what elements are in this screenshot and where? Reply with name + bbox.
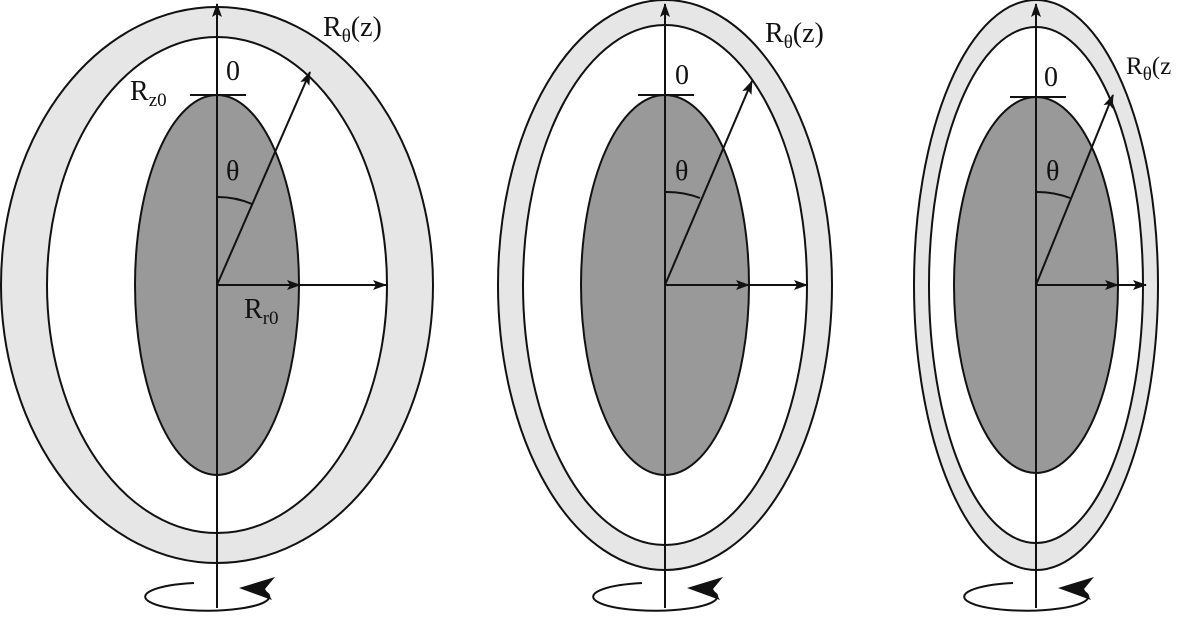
theta-label: θ xyxy=(1046,156,1059,187)
shell-radius-arrow xyxy=(216,71,311,286)
theta-arc xyxy=(664,190,701,199)
rotation-arrow-icon xyxy=(592,577,723,612)
theta-arc xyxy=(216,195,253,205)
shell-radius-label: Rθ(z) xyxy=(323,12,382,47)
panel-1: 0 θ Rθ(z) Rz0 Rr0 xyxy=(0,3,434,612)
theta-arc xyxy=(1035,190,1071,199)
origin-label: 0 xyxy=(1044,62,1058,93)
rotation-arrow-icon xyxy=(144,577,275,612)
panel-2: 0 θ Rθ(z) xyxy=(497,0,833,612)
shell-radius-arrow xyxy=(1035,94,1114,286)
origin-label: 0 xyxy=(226,56,240,87)
shell-radius-arrow xyxy=(664,80,753,286)
panel-3: 0 θ Rθ(z xyxy=(913,0,1171,612)
shell-radius-label: Rθ(z xyxy=(1126,53,1171,85)
core-z-radius-label: Rz0 xyxy=(130,76,167,111)
rotation-arrow-icon xyxy=(963,577,1094,612)
theta-label: θ xyxy=(226,156,239,187)
theta-label: θ xyxy=(675,156,688,187)
shell-radius-label: Rθ(z) xyxy=(765,18,824,53)
origin-label: 0 xyxy=(675,60,689,91)
core-r-radius-label: Rr0 xyxy=(244,294,279,329)
